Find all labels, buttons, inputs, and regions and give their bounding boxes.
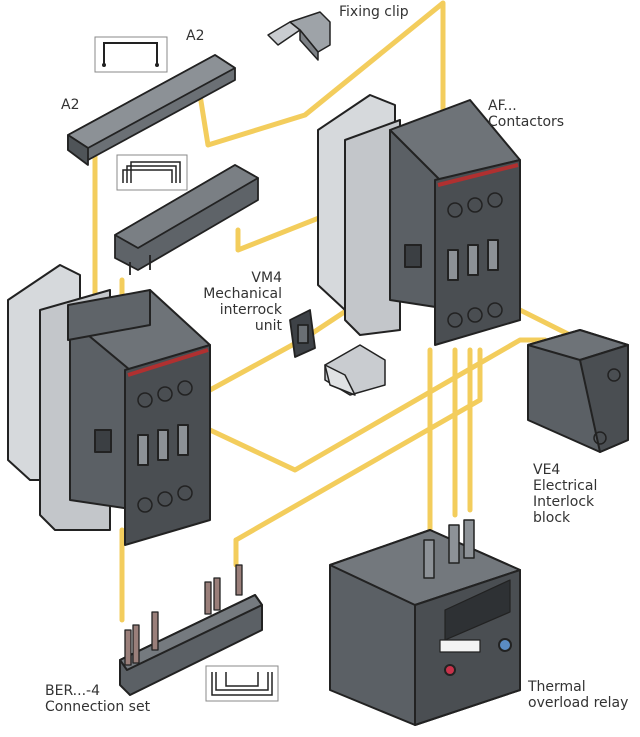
label-line: VE4 (533, 462, 561, 478)
label-line: unit (254, 318, 282, 334)
connector-line (197, 0, 446, 148)
label-a2-left: A2 (61, 97, 79, 113)
contactor-right (317, 94, 521, 346)
connector-line (207, 337, 548, 473)
contactor-left (7, 264, 211, 546)
label-line: AF... (488, 98, 517, 114)
connector-line (207, 335, 308, 393)
label-ber: BER...-4 Connection set (45, 683, 150, 715)
fixing-clip-mid (324, 344, 386, 396)
label-line: block (533, 510, 571, 526)
a2-bridge-bar (67, 54, 236, 166)
label-line: overload relay (528, 695, 629, 711)
ber-connection-set (119, 564, 263, 696)
label-line: A2 (61, 97, 80, 113)
label-line: Contactors (488, 114, 565, 130)
label-ve4: VE4 Electrical Interlock block (533, 462, 597, 526)
label-line: Mechanical (203, 286, 282, 302)
label-fixing-clip: Fixing clip (339, 4, 409, 20)
ber-symbol (205, 665, 279, 702)
label-line: A2 (186, 28, 205, 44)
thermal-overload-relay (329, 519, 521, 726)
connector-line (233, 347, 483, 543)
label-line: Thermal (528, 679, 586, 695)
label-line: Fixing clip (339, 4, 409, 20)
label-thermal-relay: Thermal overload relay (528, 679, 628, 711)
label-af-contactors: AF... Contactors (488, 98, 564, 130)
label-line: Connection set (45, 699, 151, 715)
label-vm4: VM4 Mechanical interrock unit (190, 270, 282, 334)
label-line: Electrical (533, 478, 598, 494)
fixing-clip-top (267, 11, 331, 61)
vm4-interlock-unit (289, 309, 316, 358)
ve4-interlock-block (527, 329, 629, 453)
label-line: BER...-4 (45, 683, 100, 699)
label-line: VM4 (251, 270, 282, 286)
bridge-symbol-mid (116, 154, 188, 191)
label-line: interrock (219, 302, 282, 318)
label-line: Interlock (533, 494, 595, 510)
a2-symbol-top (94, 36, 168, 73)
mechanical-bridge-bar (114, 164, 259, 275)
label-a2-top: A2 (186, 28, 204, 44)
